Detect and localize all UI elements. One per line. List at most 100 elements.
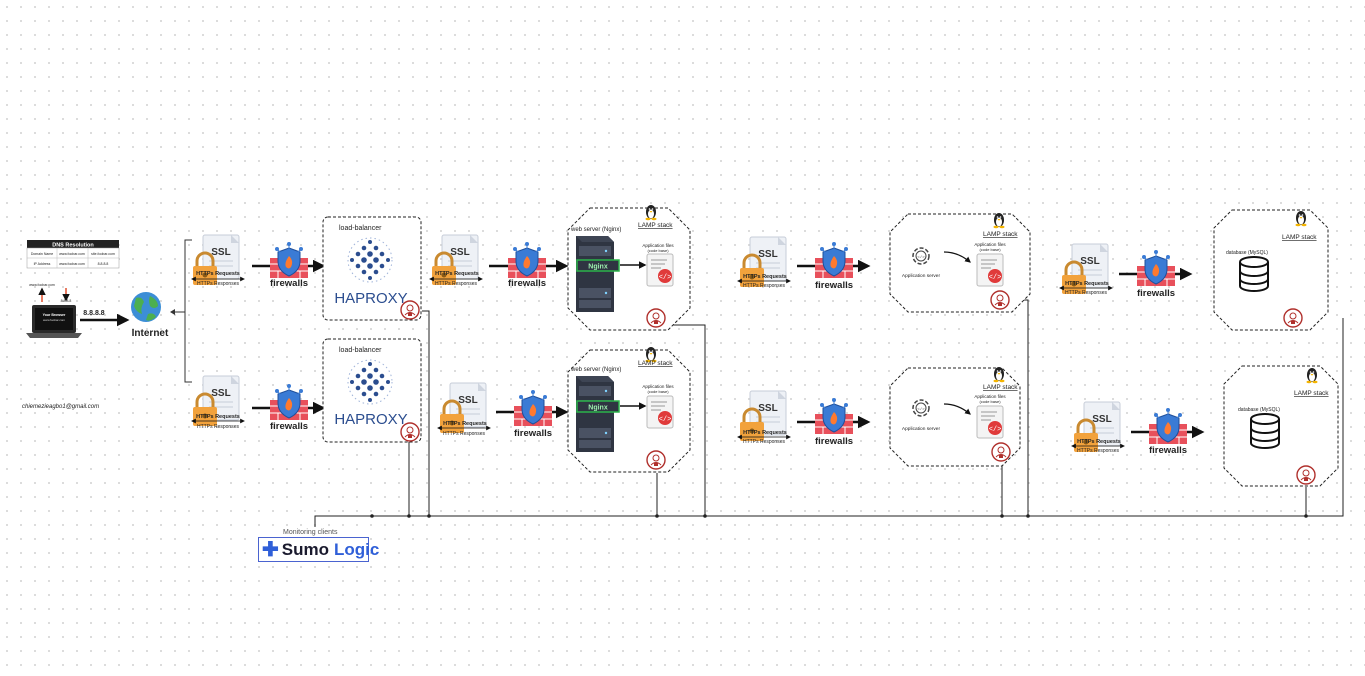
firewall-block: firewalls (252, 241, 326, 289)
firewalls-label: firewalls (270, 278, 308, 289)
monitoring-agent-icon (400, 300, 420, 320)
sumo-plus-icon: ✚ (262, 538, 279, 561)
monitoring-clients-label: Monitoring clients (283, 529, 338, 536)
dns-cell: www.foobar.com (59, 262, 85, 266)
app-files-label: Application files (974, 242, 1006, 247)
lamp-stack-label: LAMP stack (983, 231, 1018, 238)
dns-cell: IP Address (34, 262, 51, 266)
author-email: chiemezieagbo1@gmail.com (22, 404, 99, 410)
monitoring-agent-icon (990, 290, 1010, 310)
ssl-block: HTTPs Requests HTTPs Responses (737, 235, 791, 289)
code-file-icon (976, 253, 1004, 287)
web-server-node: LAMP stack web server (Nginx) Nginx Appl… (567, 347, 691, 473)
dns-cell: 8.8.8.8 (98, 262, 109, 266)
sumo-logic-logo: ✚ Sumo Logic (258, 537, 379, 562)
laptop-screen-url: www.foobar.com (43, 318, 66, 322)
dns-cell: Domain Name (31, 252, 53, 256)
laptop-screen-title: Your Browser (43, 313, 66, 317)
https-requests-label: HTTPs Requests (435, 271, 479, 277)
code-base-label: (code base) (979, 399, 1001, 404)
firewall-block: firewalls (252, 383, 326, 432)
globe-icon (131, 292, 161, 322)
lamp-stack-label: LAMP stack (1294, 390, 1329, 397)
firewall-icon (269, 383, 309, 421)
database-icon (1239, 256, 1269, 292)
database-icon (1250, 413, 1280, 449)
firewall-block: firewalls (1131, 407, 1205, 456)
monitoring-agent-icon (1296, 465, 1316, 485)
firewall-block: firewalls (496, 389, 569, 439)
application-server-node: LAMP stack Application server Applicatio… (889, 213, 1031, 313)
load-balancer-label: load-balancer (339, 225, 382, 232)
database-label: database (MySQL) (1226, 250, 1268, 256)
code-base-label: (code base) (979, 247, 1001, 252)
https-requests-label: HTTPs Requests (1065, 281, 1109, 287)
app-files-label: Application files (642, 384, 674, 389)
ssl-block: HTTPs Requests HTTPs Responses (737, 389, 791, 445)
haproxy-wordmark: HAPROXY (334, 411, 407, 428)
ssl-certificate-icon (191, 233, 241, 287)
monitoring-agent-icon (991, 442, 1011, 462)
https-requests-label: HTTPs Requests (1077, 439, 1121, 445)
ssl-certificate-icon (430, 233, 480, 287)
https-requests-label: HTTPs Requests (743, 430, 787, 436)
firewall-icon (814, 241, 854, 279)
app-files-label: Application files (974, 394, 1006, 399)
firewall-icon (513, 389, 553, 427)
https-responses-label: HTTPs Responses (1077, 448, 1119, 454)
ssl-block: HTTPs Requests HTTPs Responses (429, 233, 483, 287)
monitoring-lines (314, 299, 1344, 527)
firewall-icon (269, 241, 309, 279)
code-base-label: (code base) (647, 248, 669, 253)
database-node: LAMP stack database (MySQL) (1223, 365, 1339, 487)
ssl-block: HTTPs Requests HTTPs Responses (437, 381, 491, 437)
load-balancer-box: load-balancer HAPROXY (322, 338, 422, 443)
https-responses-label: HTTPs Responses (197, 281, 239, 287)
https-responses-label: HTTPs Responses (743, 283, 785, 289)
firewalls-label: firewalls (508, 278, 546, 289)
firewall-block: firewalls (797, 241, 871, 291)
firewall-block: firewalls (797, 397, 871, 447)
nginx-label: Nginx (588, 405, 608, 412)
client-url-label: www.foobar.com (29, 283, 55, 287)
https-responses-label: HTTPs Responses (435, 281, 477, 287)
client-laptop: www.foobar.com 8.8.8.8 Your Browser www.… (26, 283, 82, 338)
firewall-icon (1136, 249, 1176, 287)
dns-table-title: DNS Resolution (52, 243, 94, 249)
dns-cell: www.foobar.com (59, 252, 85, 256)
dns-cell: site.foobar.com (91, 252, 115, 256)
monitoring-agent-icon (646, 450, 666, 470)
code-file-icon (646, 395, 674, 429)
code-base-label: (code base) (647, 389, 669, 394)
monitoring-agent-icon (646, 308, 666, 328)
dns-resolution-table: DNS Resolution Domain Name www.foobar.co… (26, 240, 120, 269)
web-server-label: web server (Nginx) (570, 227, 621, 233)
firewalls-label: firewalls (815, 436, 853, 447)
load-balancer-box: load-balancer HAPROXY (322, 216, 422, 321)
monitoring-agent-icon (1283, 308, 1303, 328)
firewall-icon (814, 397, 854, 435)
ssl-block: HTTPs Requests HTTPs Responses (1071, 400, 1125, 454)
web-server-node: LAMP stack web server (Nginx) Nginx Appl… (567, 205, 691, 331)
linux-penguin-icon (645, 205, 657, 221)
code-file-icon (646, 253, 674, 287)
lamp-stack-label: LAMP stack (638, 360, 673, 367)
lamp-stack-label: LAMP stack (638, 222, 673, 229)
split-bracket (184, 239, 192, 383)
firewalls-label: firewalls (1149, 445, 1187, 456)
https-responses-label: HTTPs Responses (197, 424, 239, 430)
firewalls-label: firewalls (270, 421, 308, 432)
sumo-word: Sumo (281, 539, 329, 559)
https-responses-label: HTTPs Responses (1065, 290, 1107, 296)
firewall-block: firewalls (489, 241, 569, 289)
https-responses-label: HTTPs Responses (443, 431, 485, 437)
ssl-block: HTTPs Requests HTTPs Responses (191, 233, 245, 287)
application-server-node: LAMP stack Application server Applicatio… (889, 367, 1021, 467)
server-rack-icon (576, 376, 614, 452)
server-rack-icon (576, 236, 614, 312)
lamp-stack-label: LAMP stack (1282, 234, 1317, 241)
firewall-icon (1148, 407, 1188, 445)
ssl-block: HTTPs Requests HTTPs Responses (191, 374, 245, 430)
junction-dots (370, 514, 1308, 518)
